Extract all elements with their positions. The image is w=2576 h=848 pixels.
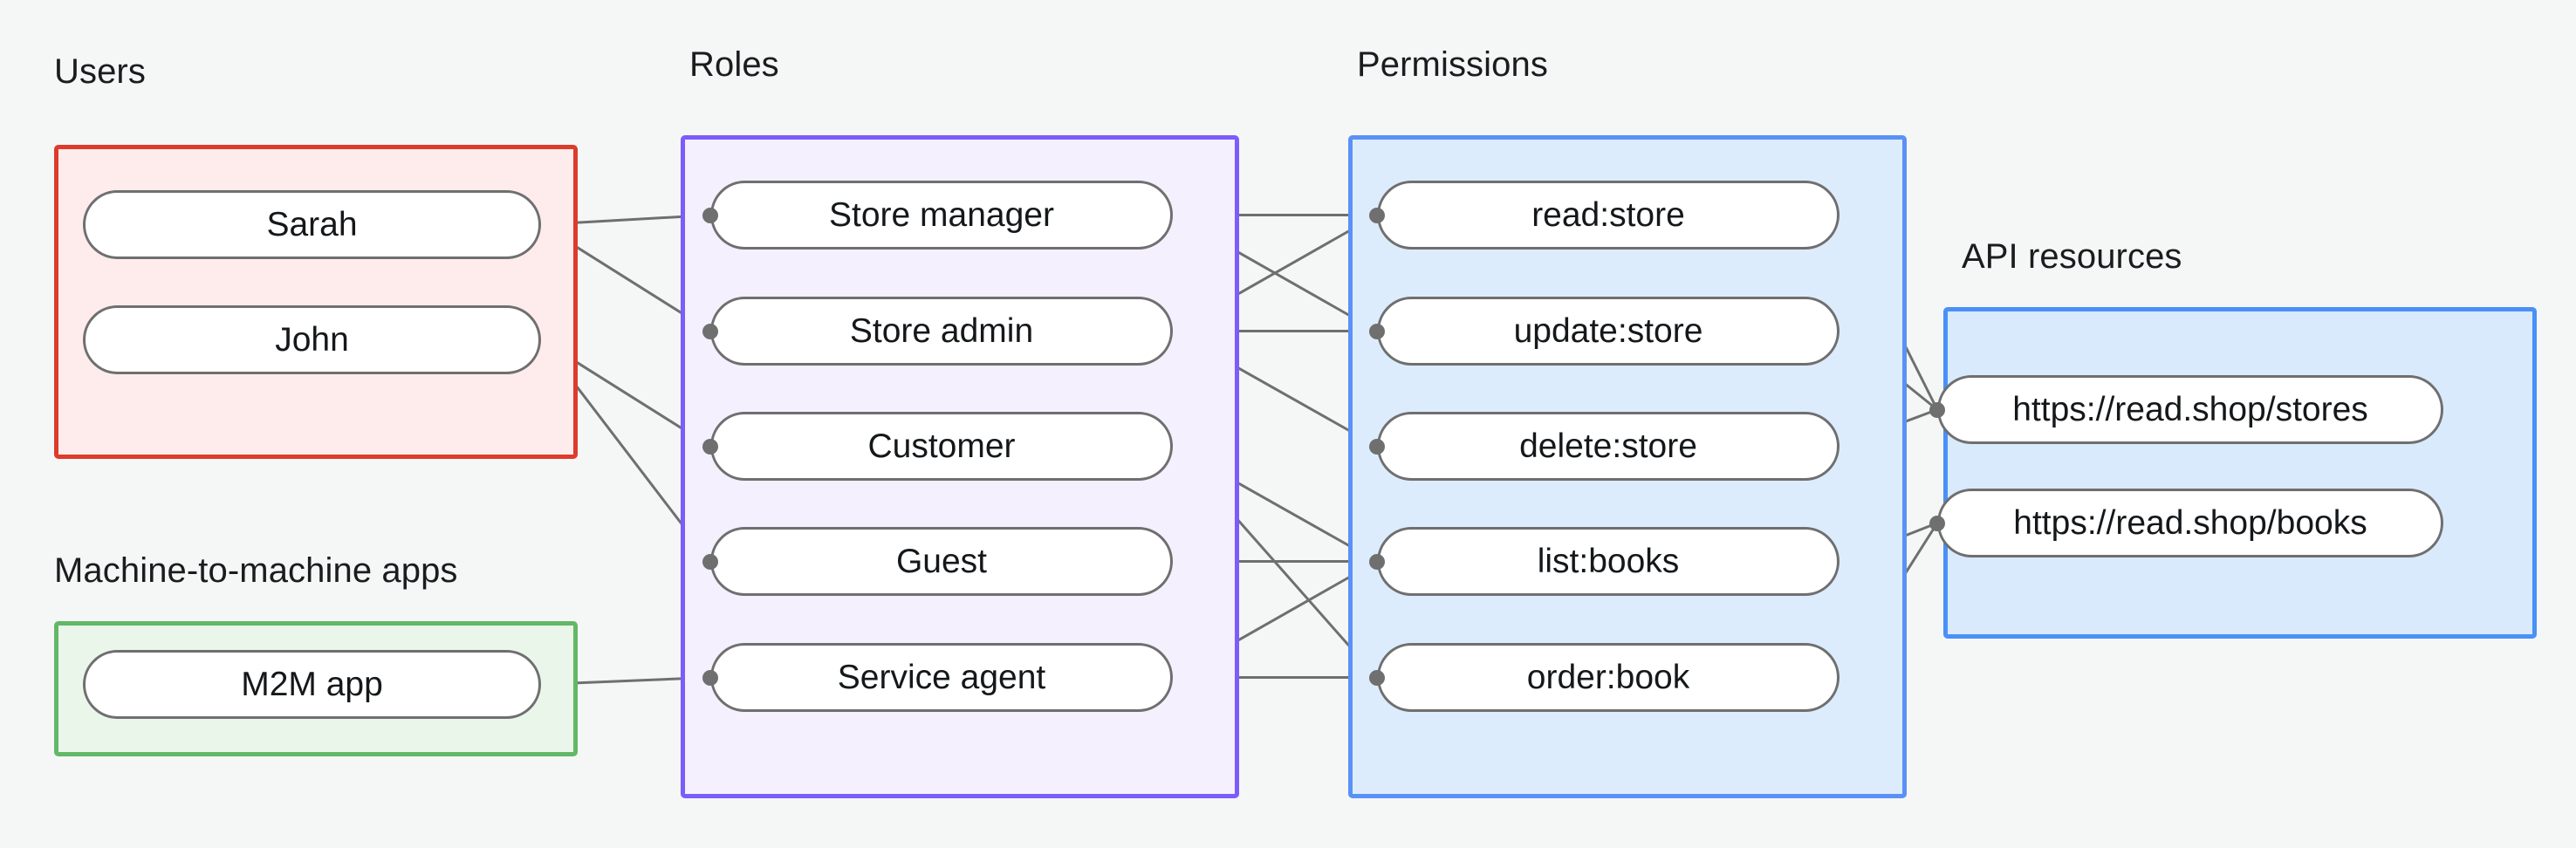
node-list_books[interactable]: list:books [1377, 527, 1840, 596]
group-title-roles: Roles [689, 45, 779, 84]
node-label-service_agent: Service agent [837, 659, 1046, 696]
node-label-customer: Customer [867, 427, 1016, 465]
node-store_manager[interactable]: Store manager [710, 181, 1173, 250]
node-label-john: John [275, 321, 349, 359]
node-label-read_store: read:store [1531, 196, 1685, 234]
node-label-delete_store: delete:store [1519, 427, 1697, 465]
node-label-res_stores: https://read.shop/stores [2012, 391, 2368, 428]
node-customer[interactable]: Customer [710, 412, 1173, 481]
node-delete_store[interactable]: delete:store [1377, 412, 1840, 481]
node-label-store_manager: Store manager [829, 196, 1054, 234]
node-label-guest: Guest [895, 543, 988, 580]
node-res_stores[interactable]: https://read.shop/stores [1937, 375, 2443, 444]
node-label-list_books: list:books [1537, 543, 1680, 580]
group-box-api [1943, 307, 2537, 639]
group-title-permissions: Permissions [1357, 45, 1548, 84]
node-john[interactable]: John [83, 305, 541, 374]
node-read_store[interactable]: read:store [1377, 181, 1840, 250]
node-res_books[interactable]: https://read.shop/books [1937, 489, 2443, 557]
node-update_store[interactable]: update:store [1377, 297, 1840, 366]
node-sarah[interactable]: Sarah [83, 190, 541, 259]
node-label-update_store: update:store [1513, 312, 1703, 350]
group-title-m2m: Machine-to-machine apps [54, 551, 458, 590]
node-guest[interactable]: Guest [710, 527, 1173, 596]
node-label-m2m_app: M2M app [241, 666, 383, 703]
node-label-sarah: Sarah [266, 206, 358, 243]
node-m2m_app[interactable]: M2M app [83, 650, 541, 719]
node-store_admin[interactable]: Store admin [710, 297, 1173, 366]
group-title-users: Users [54, 52, 146, 91]
node-order_book[interactable]: order:book [1377, 643, 1840, 712]
node-label-res_books: https://read.shop/books [2013, 504, 2367, 542]
group-title-api: API resources [1962, 237, 2182, 276]
node-label-store_admin: Store admin [849, 312, 1034, 350]
node-label-order_book: order:book [1526, 659, 1690, 696]
node-service_agent[interactable]: Service agent [710, 643, 1173, 712]
